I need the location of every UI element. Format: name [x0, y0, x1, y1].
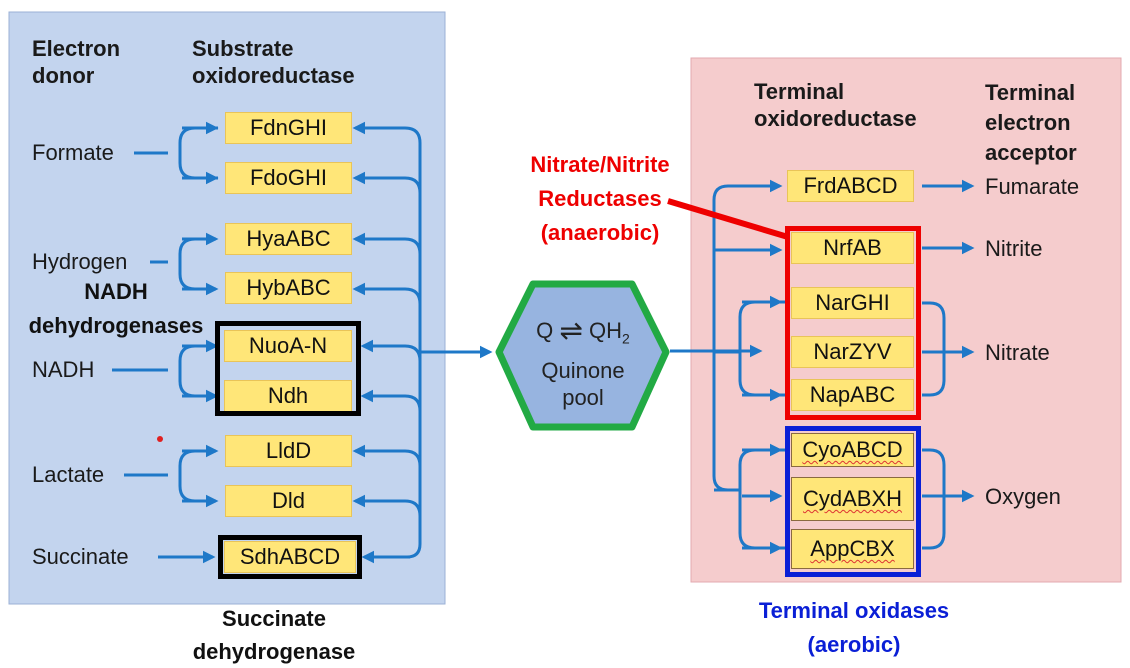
arrows	[112, 121, 975, 564]
succinate-dehydrogenase-frame	[218, 535, 362, 579]
reductase-pointer-line	[667, 198, 789, 240]
quinone-qh: QH	[589, 318, 623, 343]
donor-hydrogen: Hydrogen	[32, 249, 128, 274]
enzyme-nrfab: NrfAB	[791, 232, 914, 264]
enzyme-appcbx: AppCBX	[791, 529, 914, 569]
header-terminal-electron-acceptor: Terminal electron acceptor	[985, 80, 1077, 165]
enzyme-sdhabcd: SdhABCD	[224, 541, 356, 573]
header-electron-donor: Electron donor	[32, 36, 121, 88]
donor-succinate: Succinate	[32, 544, 129, 569]
quinone-pool-hexagon	[495, 280, 670, 431]
enzyme-narzyv: NarZYV	[791, 336, 914, 368]
label-terminal-oxidases: Terminal oxidases (aerobic)	[758, 598, 950, 657]
enzyme-hyaabc: HyaABC	[225, 223, 352, 255]
enzyme-cyoabcd: CyoABCD	[791, 433, 914, 467]
donor-nadh: NADH	[32, 357, 95, 382]
enzyme-frdabcd: FrdABCD	[787, 170, 914, 202]
enzyme-napabc: NapABC	[791, 379, 914, 411]
acceptor-nitrite: Nitrite	[985, 236, 1043, 261]
enzyme-lldd: LldD	[225, 435, 352, 467]
quinone-pool-label: Quinone pool	[541, 358, 625, 410]
label-nadh-dehydrogenases: NADH dehydrogenases	[28, 279, 204, 338]
quinone-q: Q	[536, 318, 554, 343]
enzyme-nuoa-n: NuoA-N	[224, 330, 352, 362]
quinone-qh-subscript: 2	[622, 330, 630, 347]
header-terminal-oxidoreductase: Terminal oxidoreductase	[754, 79, 917, 131]
enzyme-ndh: Ndh	[224, 380, 352, 412]
label-succinate-dehydrogenase: Succinate dehydrogenase	[192, 606, 356, 664]
enzyme-hybabc: HybABC	[225, 272, 352, 304]
oxidase-frame	[785, 426, 921, 577]
label-nitrate-nitrite-reductases: Nitrate/Nitrite Reductases (anaerobic)	[530, 152, 670, 245]
acceptor-fumarate: Fumarate	[985, 174, 1080, 199]
nadh-dehydrogenase-frame	[215, 321, 361, 416]
header-substrate-oxidoreductase: Substrate oxidoreductase	[192, 36, 355, 88]
reductase-frame	[785, 226, 921, 420]
enzyme-narghi: NarGHI	[791, 287, 914, 319]
enzyme-dld: Dld	[225, 485, 352, 517]
donor-formate: Formate	[32, 140, 114, 165]
enzyme-cydabxh: CydABXH	[791, 477, 914, 521]
acceptor-nitrate: Nitrate	[985, 340, 1050, 365]
donor-lactate: Lactate	[32, 462, 105, 487]
enzyme-fdnghi: FdnGHI	[225, 112, 352, 144]
acceptor-oxygen: Oxygen	[985, 484, 1061, 509]
equilibrium-arrows-icon: ⇌	[559, 315, 583, 346]
red-dot-marker	[157, 436, 163, 442]
enzyme-fdoghi: FdoGHI	[225, 162, 352, 194]
quinone-equation: Q ⇌ QH2	[515, 314, 651, 347]
